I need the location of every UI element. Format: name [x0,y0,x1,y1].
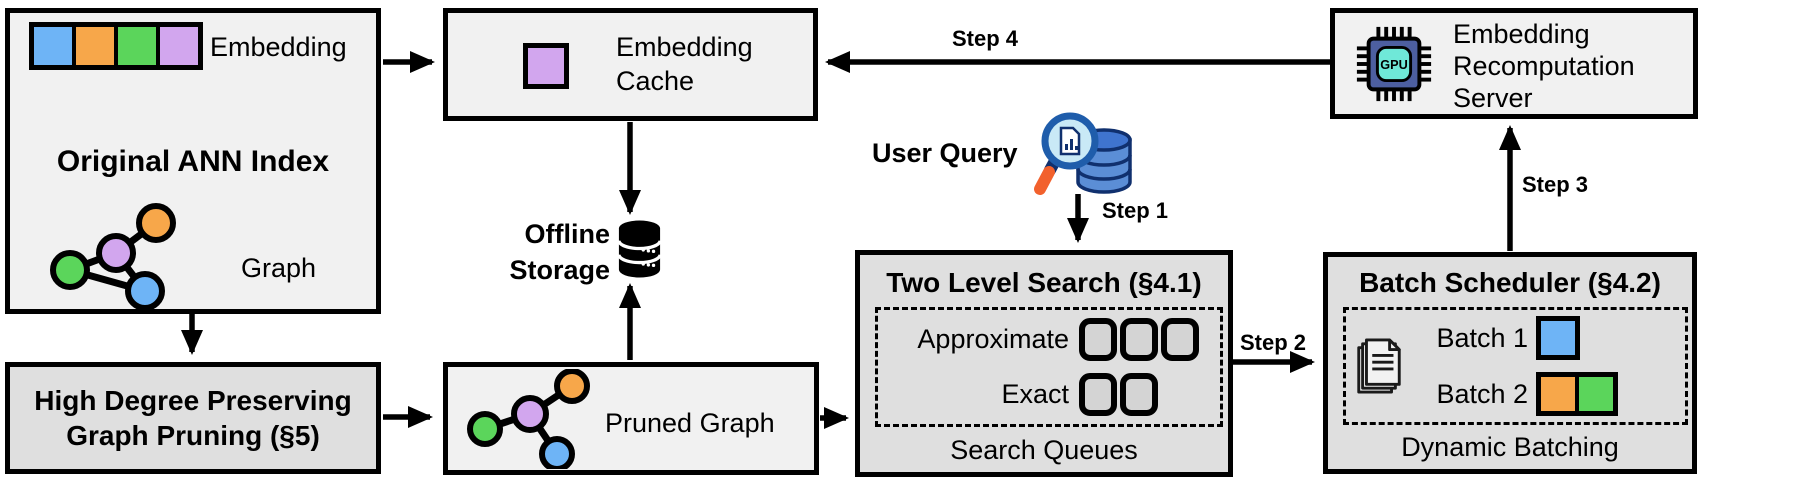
graph-pruning-box: High Degree Preserving Graph Pruning (§5… [5,362,381,474]
search-queues-caption: Search Queues [950,435,1138,465]
pruned-graph-label: Pruned Graph [605,408,775,438]
queue-slot [1079,373,1117,416]
batch1-label: Batch 1 [1436,322,1528,353]
batch2-row: Batch 2 [1420,372,1679,416]
two-level-search-title: Two Level Search (§4.1) [886,267,1202,298]
batch-cell-orange [1541,377,1575,411]
magnifier-query-icon [1034,112,1132,195]
queue-slot [1161,318,1199,361]
approximate-label: Approximate [917,324,1069,354]
documents-stack-icon [1357,338,1401,394]
recomputation-server-box: GPU Embedding Recomputation Server [1330,8,1698,119]
gpu-chip-label: GPU [1380,58,1408,72]
exact-queues [1079,373,1214,416]
embedding-cache-label: Embedding Cache [616,32,753,96]
batch-scheduler-title: Batch Scheduler (§4.2) [1359,267,1661,298]
approximate-queues [1079,318,1214,361]
embedding-cell-green [118,27,156,65]
pruned-graph-box: Pruned Graph [443,362,819,475]
queue-slot [1120,373,1158,416]
graph-label: Graph [241,253,317,283]
batch1-cells [1536,316,1580,360]
cached-embedding-square [523,43,569,89]
document-in-lens [1059,126,1081,156]
batch-cell-green [1579,377,1613,411]
gpu-chip-icon: GPU [1356,26,1432,102]
step4-label: Step 4 [952,26,1019,51]
original-ann-title: Original ANN Index [56,145,330,178]
batch1-row: Batch 1 [1420,316,1679,360]
queue-slot [1120,318,1158,361]
embedding-label: Embedding [210,32,347,62]
embedding-cell-purple [160,27,198,65]
dynamic-batching-caption: Dynamic Batching [1401,432,1619,462]
embedding-cell-orange [76,27,114,65]
step2-label: Step 2 [1240,330,1307,355]
approximate-queue-row: Approximate [884,318,1214,361]
step1-label: Step 1 [1102,198,1169,223]
two-level-search-box: Two Level Search (§4.1) Approximate Exac… [855,250,1233,477]
original-ann-index-box: Embedding Original ANN Index Graph [5,8,381,314]
database-icon [617,220,662,278]
ann-graph-icon [50,203,176,311]
embedding-vector-strip [29,22,203,70]
batch2-label: Batch 2 [1436,378,1528,409]
batch-scheduler-box: Batch Scheduler (§4.2) Batch 1 [1323,252,1697,474]
recomputation-server-label: Embedding Recomputation Server [1453,19,1635,113]
pruned-graph-icon [467,369,590,469]
embedding-cache-box: Embedding Cache [443,8,818,121]
graph-pruning-title: High Degree Preserving Graph Pruning (§5… [34,385,352,451]
exact-label: Exact [1001,379,1069,409]
queue-slot [1079,318,1117,361]
step3-label: Step 3 [1522,172,1589,197]
offline-storage-label: Offline Storage [509,219,610,285]
batch2-cells [1536,372,1618,416]
search-queues-panel: Approximate Exact [875,307,1223,427]
dynamic-batching-panel: Batch 1 Batch 2 [1343,307,1688,425]
user-query-label: User Query [872,138,1018,168]
exact-queue-row: Exact [884,373,1214,416]
batch-cell-blue [1541,321,1575,355]
embedding-cell-blue [34,27,72,65]
